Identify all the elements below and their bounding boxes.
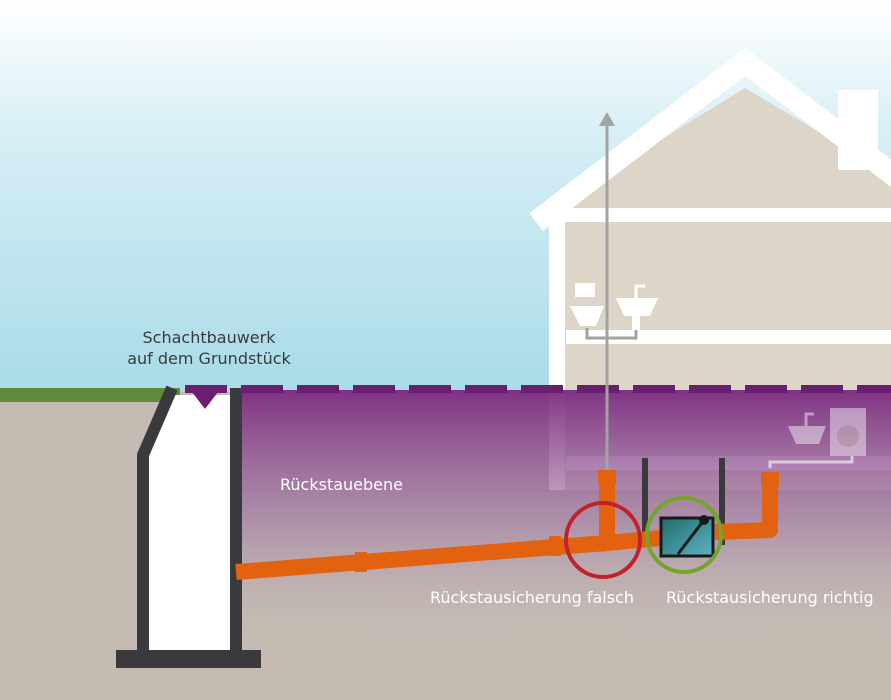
inspection-shaft: [116, 385, 261, 668]
shaft-label-line2: auf dem Grundstück: [127, 349, 291, 368]
washing-machine-icon: [830, 408, 866, 456]
shaft-label-line1: Schachtbauwerk: [143, 328, 277, 347]
toilet-icon: [570, 283, 604, 326]
backwater-zone: [242, 390, 891, 650]
wrong-position-circle: [564, 501, 642, 579]
grass-strip: [0, 388, 180, 402]
right-position-circle: [645, 496, 723, 574]
backwater-valve-icon: [659, 515, 715, 558]
water-level-marker: [192, 392, 218, 409]
sewer-pipe: [235, 470, 779, 580]
washbasin-icon: [788, 412, 826, 444]
protection-right-label: Rückstausicherung richtig: [666, 588, 874, 607]
vent-arrow-icon: [599, 112, 615, 126]
protection-wrong-label: Rückstausicherung falsch: [430, 588, 634, 607]
sink-icon: [616, 284, 658, 332]
backwater-level-label: Rückstauebene: [280, 475, 403, 494]
